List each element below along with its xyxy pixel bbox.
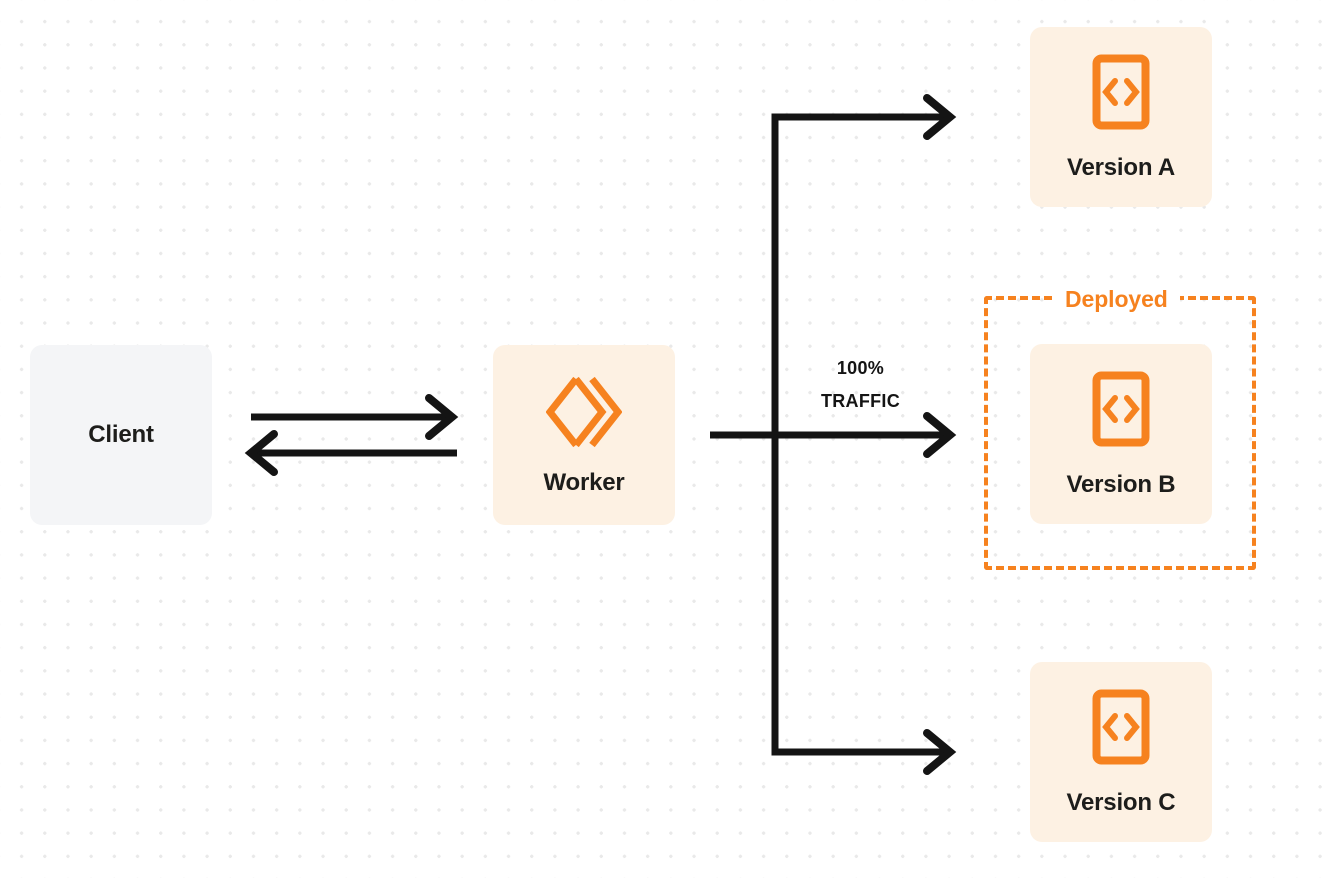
traffic-percentage-unit: TRAFFIC [820, 391, 901, 412]
node-worker-label: Worker [543, 469, 625, 496]
node-version-a-label: Version A [1066, 154, 1176, 181]
connector-trunk [771, 113, 950, 756]
deployed-group-label: Deployed [1053, 288, 1180, 311]
cloudflare-workers-logo-icon [546, 375, 622, 449]
code-brackets-icon [1092, 689, 1150, 765]
node-client-label: Client [88, 421, 154, 448]
code-brackets-icon [1092, 371, 1150, 447]
connector-worker-to-client [244, 430, 457, 476]
connector-client-to-worker [251, 394, 459, 440]
node-worker[interactable]: Worker [493, 345, 675, 525]
node-client[interactable]: Client [30, 345, 212, 525]
node-version-c[interactable]: Version C [1030, 662, 1212, 842]
node-version-a[interactable]: Version A [1030, 27, 1212, 207]
traffic-percentage-value: 100% [836, 358, 885, 378]
node-version-b-label: Version B [1066, 471, 1176, 498]
connector-worker-to-version-b [710, 412, 957, 458]
traffic-percentage-label: 100% TRAFFIC [788, 352, 933, 419]
node-version-b[interactable]: Version B [1030, 344, 1212, 524]
code-brackets-icon [1092, 54, 1150, 130]
connector-worker-to-version-a [923, 94, 957, 140]
connector-worker-to-version-c [923, 729, 957, 775]
node-version-c-label: Version C [1066, 789, 1176, 816]
